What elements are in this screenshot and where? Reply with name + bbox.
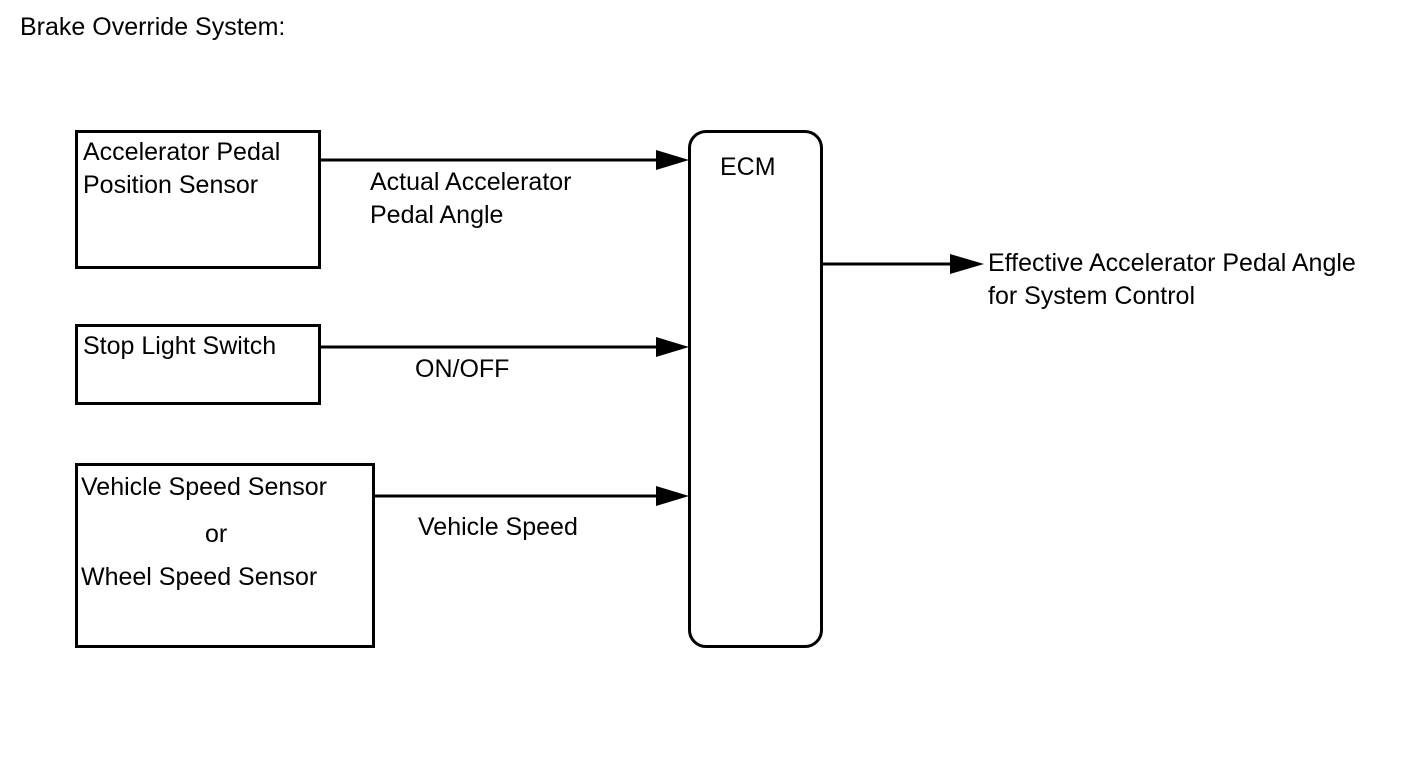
- apps-box-label-line-1: Accelerator Pedal: [83, 138, 281, 166]
- speed-sensor-label-line-2: or: [205, 520, 228, 548]
- speed-sensor-label-line-3: Wheel Speed Sensor: [81, 563, 318, 591]
- stop-light-switch-box: [75, 324, 321, 405]
- speed-sensor-box: [75, 463, 375, 648]
- speed-to-ecm-arrowhead: [656, 486, 689, 506]
- apps-box-label-line-2: Position Sensor: [83, 171, 259, 199]
- speed-signal-label: Vehicle Speed: [418, 513, 578, 541]
- stop-light-to-ecm-arrowhead: [656, 337, 689, 357]
- diagram-title: Brake Override System:: [20, 13, 286, 41]
- ecm-label: ECM: [720, 153, 776, 181]
- apps-to-ecm-arrowhead: [656, 150, 689, 170]
- speed-sensor-label-line-1: Vehicle Speed Sensor: [81, 473, 328, 501]
- output-signal-label-line-1: Effective Accelerator Pedal Angle: [988, 249, 1356, 277]
- stop-light-signal-label: ON/OFF: [415, 355, 510, 383]
- apps-box: [75, 130, 321, 269]
- apps-signal-label-line-2: Pedal Angle: [370, 201, 504, 229]
- stop-light-switch-label: Stop Light Switch: [83, 332, 277, 360]
- apps-signal-label-line-1: Actual Accelerator: [370, 168, 572, 196]
- output-signal-label-line-2: for System Control: [988, 282, 1196, 310]
- ecm-box: [688, 130, 823, 648]
- ecm-output-arrowhead: [950, 254, 984, 274]
